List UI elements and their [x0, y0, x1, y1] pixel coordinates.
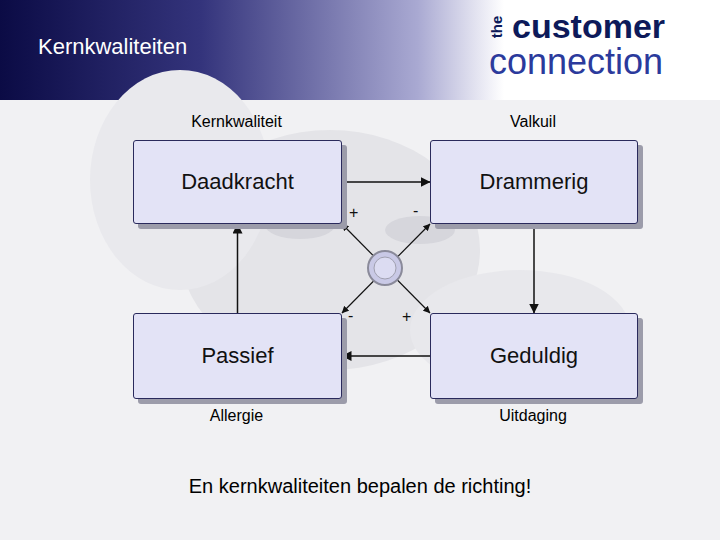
logo-text: the — [488, 16, 506, 39]
sign-label: + — [402, 307, 411, 326]
box-text: Passief — [201, 343, 273, 369]
quality-node: DrammerigValkuil — [430, 140, 636, 222]
connector — [342, 181, 430, 183]
connector — [533, 224, 535, 313]
sign-label: - — [348, 306, 353, 325]
quality-node: DaadkrachtKernkwaliteit — [133, 140, 340, 222]
quality-node: GeduldigUitdaging — [430, 313, 636, 397]
quality-box: Geduldig — [430, 313, 638, 399]
connector — [237, 224, 239, 313]
box-text: Geduldig — [490, 343, 578, 369]
quality-node: PassiefAllergie — [133, 313, 340, 397]
quality-box: Drammerig — [430, 140, 638, 224]
caption: En kernkwaliteiten bepalen de richting! — [0, 474, 720, 498]
connector — [342, 224, 430, 313]
box-text: Daadkracht — [181, 169, 294, 195]
sign-label: - — [413, 201, 418, 220]
box-heading: Allergie — [133, 407, 340, 425]
slide-title: Kernkwaliteiten — [38, 34, 187, 60]
connector — [342, 224, 430, 313]
box-heading: Uitdaging — [430, 407, 636, 425]
connector — [342, 355, 430, 357]
box-heading: Kernkwaliteit — [133, 113, 340, 131]
logo-text: customer — [512, 6, 665, 47]
quality-box: Passief — [133, 313, 342, 399]
logo-text: connection — [489, 40, 663, 83]
box-text: Drammerig — [480, 169, 589, 195]
sign-label: + — [349, 203, 358, 222]
quality-box: Daadkracht — [133, 140, 342, 224]
box-heading: Valkuil — [430, 113, 636, 131]
